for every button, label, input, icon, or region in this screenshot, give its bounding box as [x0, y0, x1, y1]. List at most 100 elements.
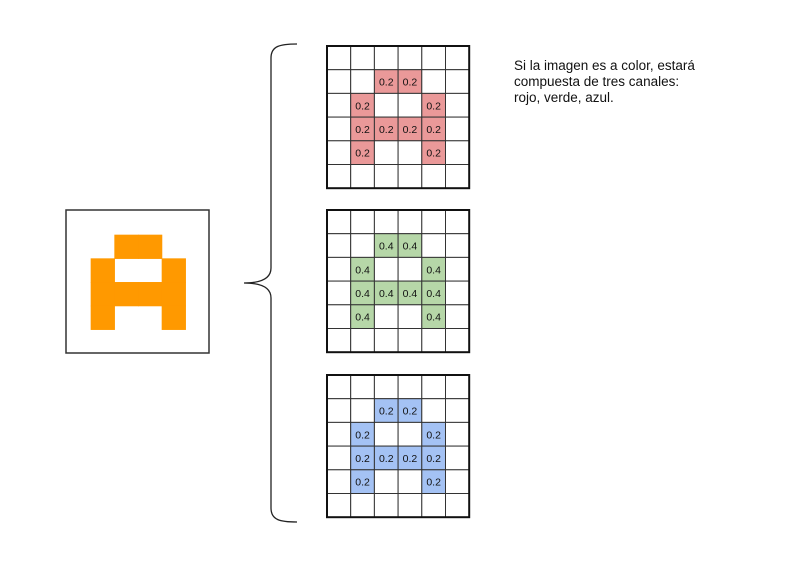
glyph-pixel: [161, 282, 186, 307]
grid-cell: [445, 469, 470, 494]
cell-value: 0.2: [403, 453, 418, 465]
grid-cell: [326, 398, 352, 423]
grid-cell: [373, 140, 399, 166]
glyph-pixel: [114, 282, 139, 307]
cell-value: 0.2: [403, 406, 418, 418]
grid-cell: [421, 69, 446, 94]
grid-cell: [421, 233, 446, 258]
glyph-pixel: [161, 305, 186, 330]
grid-cell: [421, 493, 446, 518]
grid-cell: [421, 209, 446, 235]
grid-cell: [421, 328, 446, 353]
description-text: Si la imagen es a color, estará compuest…: [514, 58, 774, 106]
grid-cell: [445, 209, 470, 235]
grid-cell: [445, 69, 470, 94]
grid-cell: [373, 469, 399, 494]
curly-brace: [243, 43, 298, 523]
grid-cell: [397, 140, 423, 166]
grid-cell: [445, 140, 470, 166]
glyph-pixel: [138, 282, 163, 307]
cell-value: 0.2: [426, 477, 441, 489]
grid-cell: [397, 45, 423, 71]
grid-border: [326, 374, 471, 519]
cell-value: 0.2: [355, 453, 370, 465]
grid-cell: [326, 116, 352, 142]
cell-value: 0.4: [355, 288, 370, 300]
grid-cell: [373, 374, 399, 400]
description-line-2: compuesta de tres canales:: [514, 74, 680, 89]
cell-value: 0.4: [379, 241, 394, 253]
grid-cell: [445, 328, 470, 353]
grid-cell: [373, 45, 399, 71]
cell-value: 0.2: [379, 453, 394, 465]
grid-cell: [326, 164, 352, 189]
cell-value: 0.4: [426, 312, 441, 324]
grid-cell: [445, 493, 470, 518]
grid-cell: [445, 398, 470, 423]
grid-cell: [397, 256, 423, 282]
grid-cell: [397, 374, 423, 400]
cell-value: 0.2: [426, 148, 441, 160]
cell-value: 0.2: [426, 124, 441, 136]
grid-cell: [326, 209, 352, 235]
grid-border: [326, 45, 471, 190]
description-line-1: Si la imagen es a color, estará: [514, 58, 695, 73]
grid-cell: [397, 493, 423, 518]
grid-cell: [326, 280, 352, 306]
grid-cell: [373, 421, 399, 447]
grid-cell: [397, 328, 423, 353]
grid-border: [326, 209, 471, 354]
grid-cell: [350, 328, 375, 353]
grid-cell: [350, 209, 375, 235]
glyph-pixel: [90, 305, 115, 330]
source-image-frame: [65, 209, 210, 354]
grid-cell: [350, 493, 375, 518]
grid-cell: [421, 164, 446, 189]
grid-cell: [373, 256, 399, 282]
cell-value: 0.2: [403, 77, 418, 89]
cell-value: 0.2: [355, 100, 370, 112]
cell-value: 0.2: [379, 77, 394, 89]
grid-cell: [373, 304, 399, 329]
cell-value: 0.2: [355, 429, 370, 441]
grid-cell: [445, 45, 470, 71]
grid-cell: [326, 469, 352, 494]
grid-cell: [326, 421, 352, 447]
source-image-panel: [65, 209, 210, 354]
grid-cell: [326, 374, 352, 400]
cell-value: 0.4: [403, 241, 418, 253]
glyph-pixel: [90, 258, 115, 283]
grid-cell: [445, 116, 470, 142]
cell-value: 0.2: [403, 124, 418, 136]
grid-cell: [445, 374, 470, 400]
grid-cell: [373, 92, 399, 118]
grid-cell: [350, 69, 375, 94]
grid-cell: [397, 469, 423, 494]
grid-cell: [445, 233, 470, 258]
glyph-pixel: [138, 234, 163, 259]
cell-value: 0.2: [355, 148, 370, 160]
grid-cell: [397, 421, 423, 447]
grid-cell: [397, 164, 423, 189]
cell-value: 0.4: [426, 288, 441, 300]
cell-value: 0.2: [426, 453, 441, 465]
grid-cell: [326, 256, 352, 282]
channel-grids: 0.2 0.2 0.2 0.2 0.2 0.2 0.2 0.2 0.2 0.2 0.4 0.4 0.4 0…: [326, 45, 471, 519]
grid-cell: [421, 374, 446, 400]
grid-cell: [445, 256, 470, 282]
grid-cell: [326, 45, 352, 71]
grid-cell: [326, 92, 352, 118]
grid-cell: [350, 45, 375, 71]
grid-cell: [350, 233, 375, 258]
grid-cell: [445, 164, 470, 189]
grid-cell: [350, 164, 375, 189]
grid-cell: [326, 445, 352, 471]
grid-cell: [445, 445, 470, 471]
glyph-pixel: [114, 234, 139, 259]
cell-value: 0.4: [403, 288, 418, 300]
grid-cell: [326, 304, 352, 329]
grid-cell: [326, 69, 352, 94]
grid-cell: [326, 233, 352, 258]
grid-cell: [373, 328, 399, 353]
